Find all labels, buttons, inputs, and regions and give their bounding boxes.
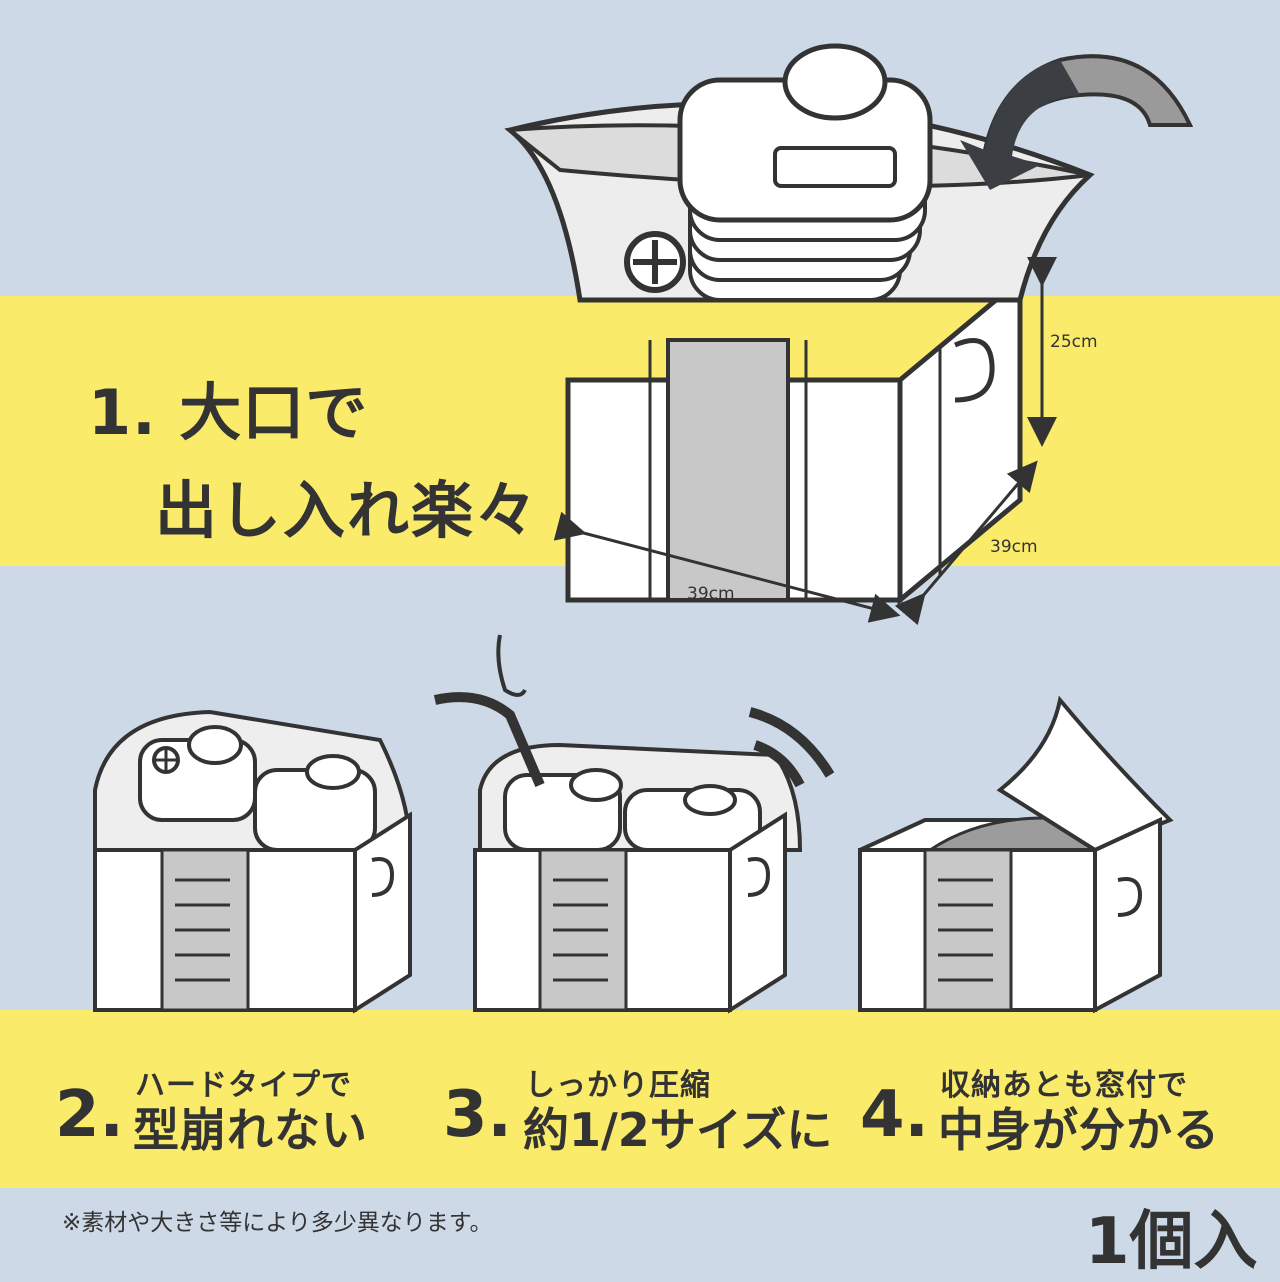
step2-box-illustration <box>93 709 413 1014</box>
step4-main: 中身が分かる <box>938 1103 1220 1157</box>
step4-sub: 収納あとも窓付で <box>940 1068 1188 1103</box>
step3-sub: しっかり圧縮 <box>525 1068 711 1103</box>
step3-number: 3. <box>443 1078 512 1152</box>
step2-number: 2. <box>55 1078 124 1152</box>
headline-line2: 出し入れ楽々 <box>155 474 540 547</box>
step4-number: 4. <box>860 1078 929 1152</box>
dimension-width: 39cm <box>687 584 735 604</box>
dimension-depth: 39cm <box>990 537 1038 557</box>
dimension-height: 25cm <box>1050 332 1098 352</box>
footnote: ※素材や大きさ等により多少異なります。 <box>62 1210 493 1236</box>
bottom-yellow-band <box>0 1010 1280 1188</box>
step3-box-illustration <box>433 634 835 1014</box>
headline-line1: 1. 大口で <box>88 376 369 449</box>
step4-box-illustration <box>858 695 1174 1014</box>
step2-sub: ハードタイプで <box>135 1068 352 1103</box>
step3-main: 約1/2サイズに <box>523 1103 833 1157</box>
main-storage-box-illustration <box>504 43 1194 626</box>
quantity-label: 1個入 <box>1085 1205 1258 1279</box>
step2-main: 型崩れない <box>133 1103 368 1157</box>
